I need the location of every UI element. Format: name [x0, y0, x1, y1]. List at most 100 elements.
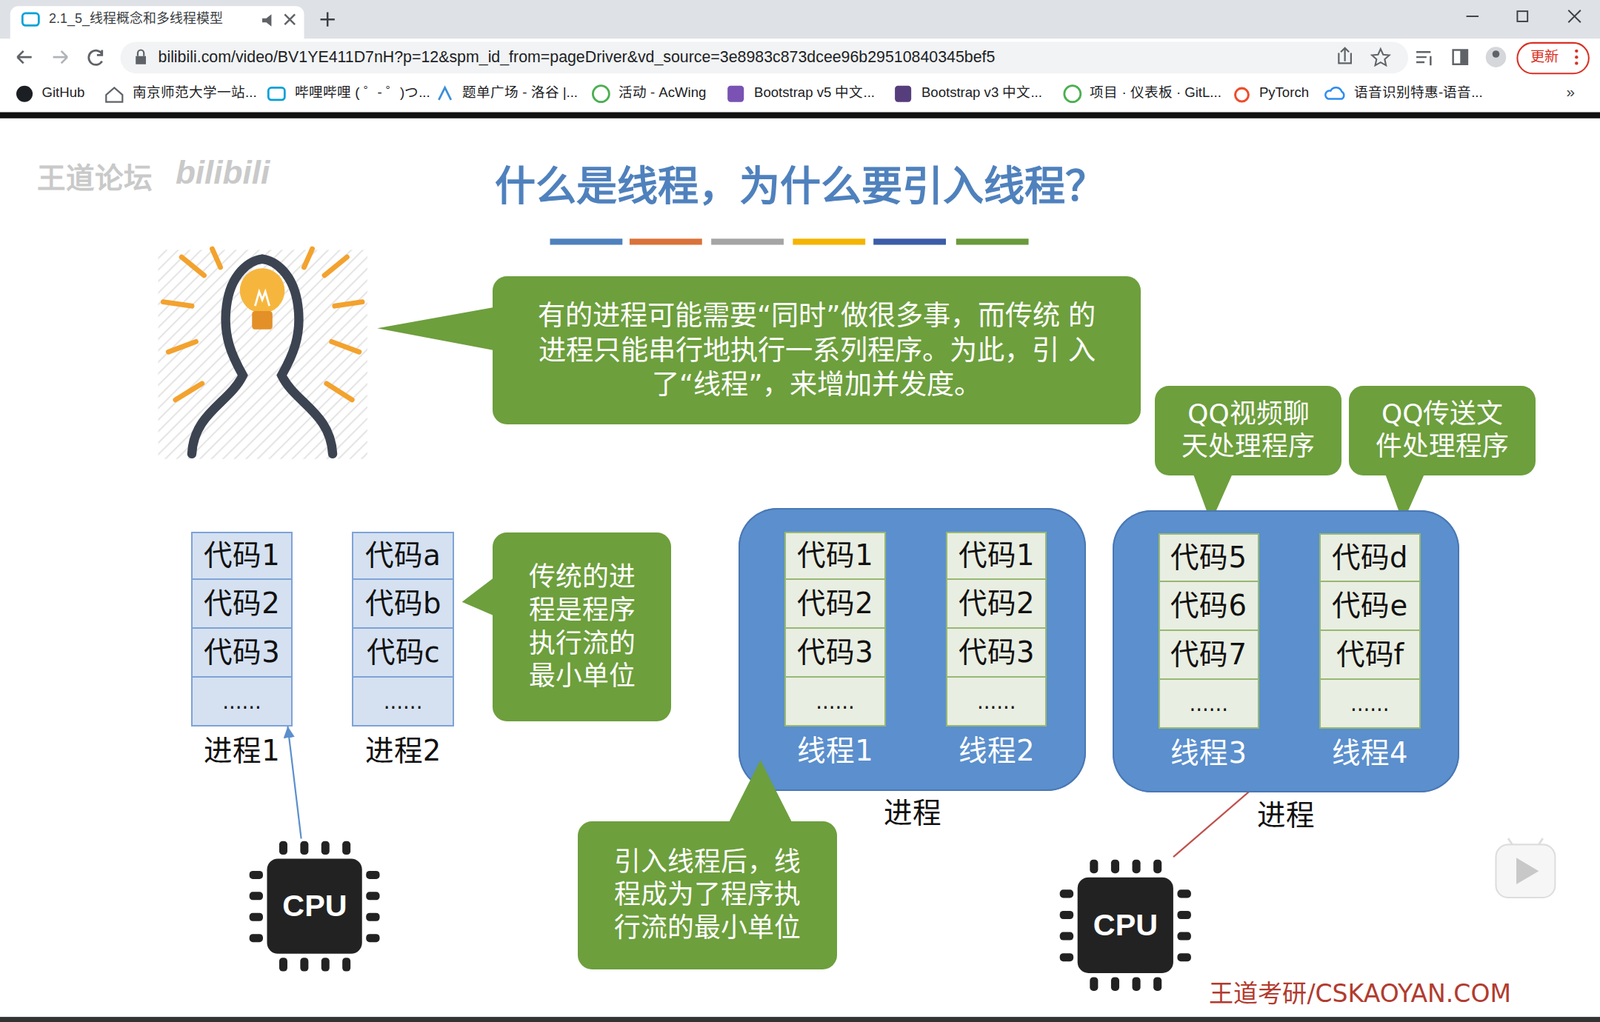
overflow-chevron: » — [1566, 82, 1576, 102]
title-bar-segment — [550, 238, 623, 245]
stack-label: 线程3 — [1158, 737, 1260, 770]
bookmark-text: Bootstrap v3 中文... — [921, 84, 1043, 101]
title-bar-segment — [792, 238, 866, 245]
code-text: 代码6 — [1170, 590, 1247, 622]
code-stack: 线程4代码d代码e代码f...... — [1319, 533, 1420, 729]
bulb-filament — [254, 291, 269, 306]
watermark: 王道论坛 — [37, 161, 153, 196]
update-button — [1517, 42, 1589, 74]
code-cell: ...... — [351, 677, 455, 727]
minimize-icon — [1466, 15, 1480, 18]
code-text: 代码a — [365, 540, 441, 572]
speech-callout: QQ传送文 件处理程序 — [1348, 385, 1536, 476]
code-cell: 代码a — [351, 531, 455, 581]
sidepanel-fill — [1460, 49, 1468, 64]
code-cell: ...... — [784, 677, 886, 727]
code-stack: 线程1代码1代码2代码3...... — [784, 531, 886, 727]
code-text: 代码f — [1336, 639, 1405, 671]
chip-body — [267, 859, 363, 955]
callout-text: 传统的进 程是程序 执行流的 最小单位 — [522, 560, 642, 694]
code-text: 代码c — [366, 637, 440, 669]
code-stack: 进程1代码1代码2代码3...... — [191, 531, 294, 727]
process-box: 进程线程1代码1代码2代码3......线程2代码1代码2代码3...... — [738, 508, 1086, 792]
arrow-connector — [287, 726, 301, 840]
code-text: ...... — [222, 690, 262, 713]
restore-icon — [1517, 11, 1528, 22]
tab-close-icon — [284, 14, 295, 25]
callout-tail — [492, 532, 672, 722]
bookmark-text: PyTorch — [1259, 84, 1309, 101]
chip-pin — [1060, 889, 1074, 898]
code-cell: 代码3 — [191, 628, 294, 678]
code-text: 代码3 — [203, 637, 280, 669]
code-cell: 代码7 — [1158, 631, 1260, 680]
callout-pointer — [462, 573, 500, 619]
code-text: ...... — [815, 690, 855, 713]
bookmark-icon — [1064, 85, 1081, 103]
speech-callout: 传统的进 程是程序 执行流的 最小单位 — [492, 532, 672, 722]
reload-icon — [88, 49, 103, 65]
chip-pin — [366, 913, 380, 922]
bookmark-text: Bootstrap v5 中文... — [754, 84, 875, 101]
stack-label: 线程1 — [784, 734, 886, 768]
code-stack: 进程2代码a代码b代码c...... — [351, 531, 455, 727]
bookmark-icon — [268, 87, 285, 100]
code-cell: ...... — [1319, 680, 1420, 729]
code-text: 代码3 — [797, 637, 874, 669]
forward-icon — [53, 51, 68, 64]
callout-text: QQ传送文 件处理程序 — [1372, 397, 1512, 465]
chip-pin — [249, 892, 263, 901]
code-stack: 线程2代码1代码2代码3...... — [945, 531, 1047, 727]
tab-favicon — [22, 13, 39, 26]
chip-pin — [342, 841, 352, 855]
chip-pin — [249, 871, 263, 880]
cpu-label: CPU — [1093, 908, 1158, 943]
callout-pointer — [377, 305, 503, 352]
code-text: 代码3 — [958, 637, 1035, 669]
code-cell: 代码b — [351, 580, 455, 629]
page-top-rule — [0, 111, 1600, 118]
process-label: 进程 — [1112, 799, 1460, 832]
play-triangle — [1516, 857, 1539, 885]
chip-pin — [1177, 889, 1192, 898]
stack-label: 线程4 — [1319, 737, 1420, 770]
chip-pin — [1111, 860, 1120, 874]
code-cell: 代码1 — [784, 531, 886, 581]
lock-shackle — [137, 49, 144, 56]
code-text: 代码b — [365, 588, 441, 620]
cpu-chip: CPU — [1057, 857, 1195, 995]
code-text: ...... — [383, 690, 423, 713]
address-bar — [120, 41, 1409, 74]
process-box: 进程线程3代码5代码6代码7......线程4代码d代码e代码f...... — [1112, 510, 1460, 794]
media-icon — [1416, 51, 1431, 66]
bookmark-text: 活动 - AcWing — [618, 84, 707, 101]
thinker-illustration — [158, 248, 368, 460]
chip-pin — [1060, 932, 1074, 941]
chip-pin — [249, 934, 263, 943]
speaker-icon — [262, 14, 272, 27]
chip-pin — [1089, 860, 1098, 874]
chip-pin — [366, 892, 380, 901]
code-cell: 代码d — [1319, 533, 1420, 583]
chip-pin — [321, 841, 330, 855]
stack-label: 进程2 — [351, 734, 455, 768]
code-cell: ...... — [945, 677, 1047, 727]
code-cell: 代码2 — [945, 580, 1047, 629]
bookmark-icon — [894, 85, 912, 103]
chip-pin — [366, 934, 380, 943]
menu-dot — [1574, 61, 1578, 65]
code-cell: 代码f — [1319, 631, 1420, 680]
code-cell: 代码6 — [1158, 582, 1260, 632]
code-text: 代码5 — [1170, 542, 1247, 574]
code-text: 代码1 — [958, 540, 1035, 572]
code-stack: 线程3代码5代码6代码7...... — [1158, 533, 1260, 729]
page-bottom-rule — [0, 1017, 1600, 1022]
back-icon — [17, 51, 32, 64]
code-cell: 代码1 — [191, 531, 294, 581]
bookmark-icon — [438, 87, 452, 100]
chip-pin — [1132, 977, 1141, 992]
play-button-ears — [1508, 838, 1543, 845]
speech-callout: 有的进程可能需要“同时”做很多事，而传统 的进程只能串行地执行一系列程序。为此，… — [492, 276, 1141, 425]
sidepanel-icon — [1453, 49, 1468, 64]
